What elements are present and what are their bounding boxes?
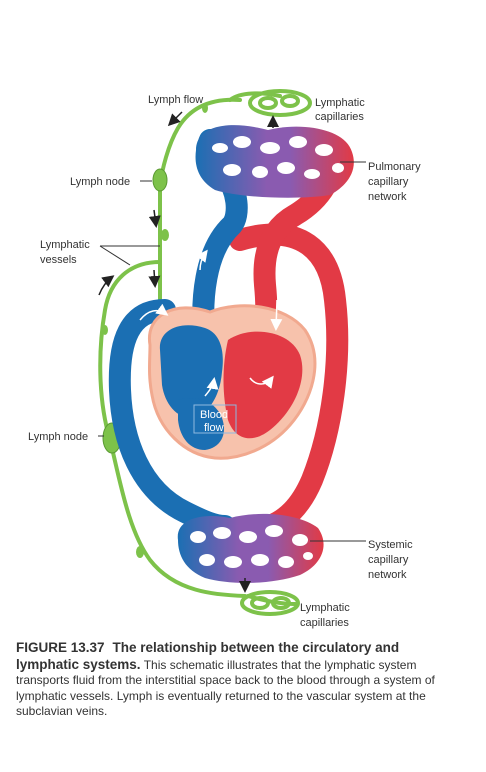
label-lymphatic-vessels-2: vessels bbox=[40, 254, 77, 266]
lymph-node-small-2 bbox=[136, 546, 144, 558]
blood-flow-box bbox=[193, 404, 237, 434]
blood-arrow-5 bbox=[249, 375, 274, 389]
label-systemic-1: Systemic bbox=[368, 539, 413, 551]
label-lymph-flow: Lymph flow bbox=[148, 94, 203, 106]
lymph-flow-arrow bbox=[167, 111, 183, 127]
blood-arrow-2 bbox=[195, 249, 208, 271]
lymphatic-capillaries-bottom bbox=[240, 590, 300, 616]
label-lymphatic-capillaries-top-2: capillaries bbox=[315, 111, 364, 123]
lymphatic-capillaries-top bbox=[248, 89, 312, 117]
blood-arrow-4 bbox=[270, 299, 283, 331]
label-lymphatic-capillaries-bottom-2: capillaries bbox=[300, 617, 349, 629]
label-systemic-3: network bbox=[368, 569, 407, 581]
heart bbox=[147, 304, 317, 460]
blood-arrow-1 bbox=[139, 303, 169, 321]
flow-arrows bbox=[98, 111, 283, 593]
circulatory-lymphatic-diagram: Lymph flow Lymphatic capillaries Lymph n… bbox=[28, 89, 421, 629]
figure-number: FIGURE 13.37 bbox=[16, 640, 105, 655]
blood-arrow-6 bbox=[204, 377, 219, 397]
label-blood-flow-2: flow bbox=[204, 422, 224, 434]
pulmonary-capillary-network bbox=[195, 125, 354, 198]
label-lymphatic-capillaries-bottom-1: Lymphatic bbox=[300, 602, 350, 614]
figure-body: This schematic illustrates that the lymp… bbox=[16, 657, 435, 719]
lymph-node-small-3 bbox=[202, 103, 208, 113]
leader-lines bbox=[98, 161, 366, 542]
label-lymphatic-vessels-1: Lymphatic bbox=[40, 239, 90, 251]
lymph-vessel-arrow-2 bbox=[148, 269, 161, 288]
label-blood-flow-1: Blood bbox=[200, 409, 228, 421]
systemic-capillary-network bbox=[177, 513, 324, 583]
label-pulmonary-1: Pulmonary bbox=[368, 161, 421, 173]
lymph-vessel-arrow-3 bbox=[98, 275, 115, 296]
label-pulmonary-3: network bbox=[368, 191, 407, 203]
lymph-node-mid bbox=[161, 229, 169, 241]
label-lymph-node-upper: Lymph node bbox=[70, 176, 130, 188]
label-systemic-2: capillary bbox=[368, 554, 409, 566]
lymph-node-small-1 bbox=[102, 325, 108, 335]
label-lymphatic-capillaries-top-1: Lymphatic bbox=[315, 97, 365, 109]
label-lymph-node-lower: Lymph node bbox=[28, 431, 88, 443]
lymph-node-upper bbox=[152, 168, 168, 192]
lymph-vessel-arrow-1 bbox=[148, 209, 161, 228]
blood-arrow-3 bbox=[228, 272, 241, 301]
systemic-artery-loop bbox=[229, 223, 349, 537]
figure-title: The relationship between the circulatory… bbox=[16, 640, 400, 672]
label-pulmonary-2: capillary bbox=[368, 176, 409, 188]
